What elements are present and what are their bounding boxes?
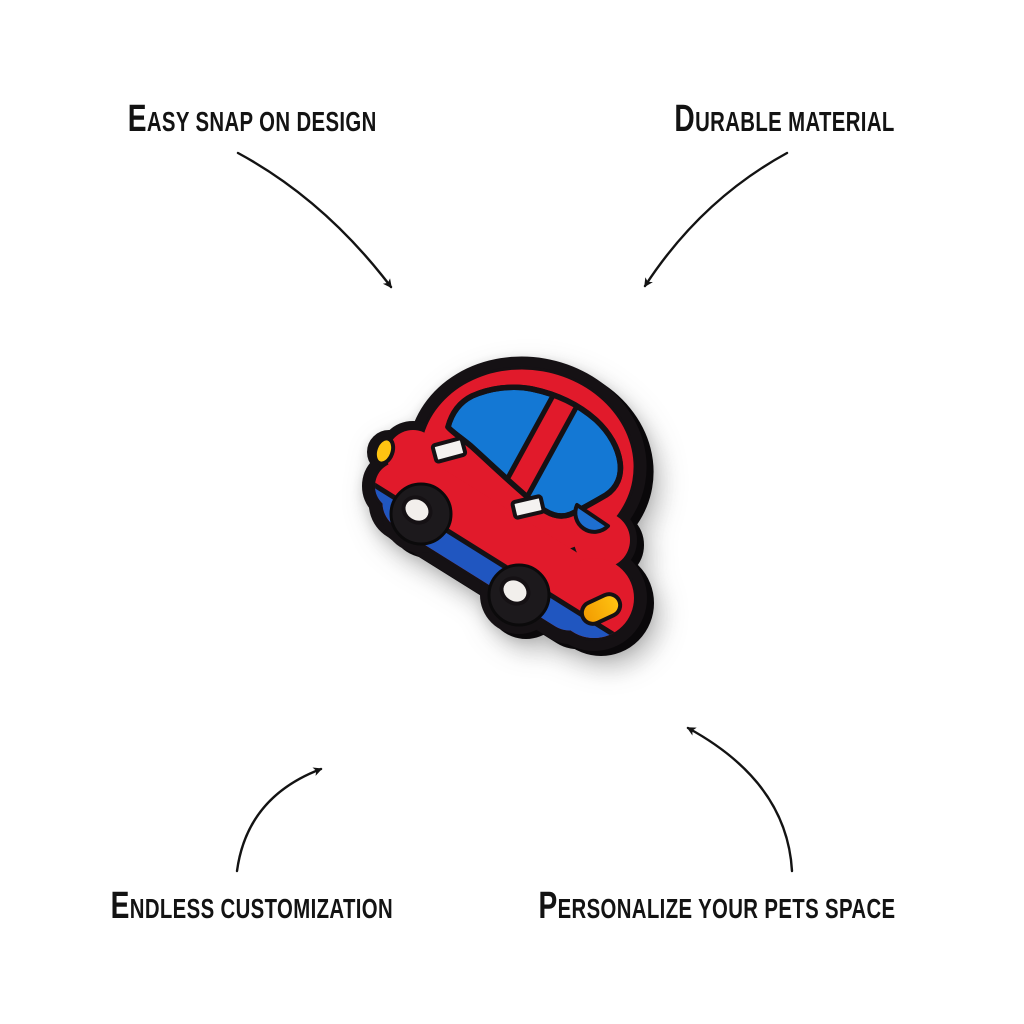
arrow-bottom-right-icon [686,726,794,873]
callout-top-left-label: Easy snap on design [127,98,377,140]
headlight [372,436,396,466]
callout-top-right-label: Durable material [674,98,895,140]
toy-car-charm-image [362,356,654,656]
car-rear-vent [573,503,610,534]
arrow-top-right-icon [643,151,789,288]
car-window-outline [445,384,624,519]
front-wheel [389,482,453,546]
door-detail-lower [510,494,546,520]
rear-wheel [487,563,551,627]
callout-bottom-left-label: Endless customization [110,885,394,927]
taillight [579,592,623,626]
callout-top-left: Easy snap on design [0,96,504,144]
callout-bottom-right-label: Personalize your pets space [537,885,895,927]
annotation-arrows [235,151,794,873]
callout-bottom-left: Endless customization [0,883,504,931]
car-window-pillar [495,387,586,511]
callout-bottom-right: Personalize your pets space [413,883,896,931]
arrow-bottom-left-icon [235,767,323,873]
door-detail-upper [430,436,468,464]
arrow-top-left-icon [236,151,393,289]
callout-top-right: Durable material [597,96,895,144]
